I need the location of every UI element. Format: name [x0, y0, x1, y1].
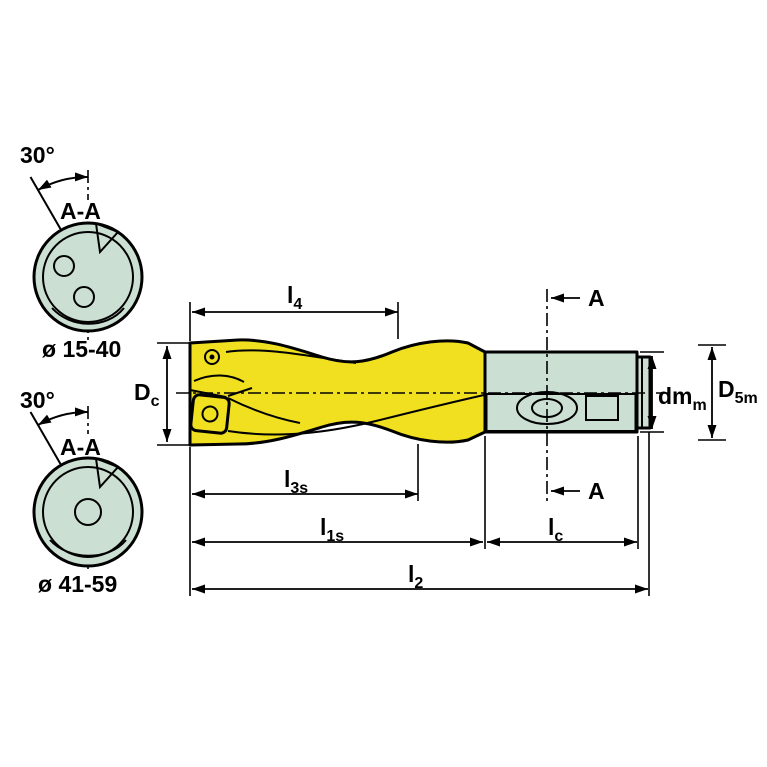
section1-angle-arc-arrow [37, 172, 89, 191]
section-plane-a: A A [546, 285, 605, 504]
section2-inner-circle [42, 466, 134, 558]
section1-outer-circle [32, 221, 144, 333]
section1-inner-circle [42, 231, 134, 323]
section1-angle-line [29, 176, 62, 230]
peripheral-insert [189, 393, 231, 435]
section2-flute-notch [94, 456, 120, 490]
section1-diameter-label: ø 15-40 [42, 336, 121, 362]
shank-body [483, 350, 639, 434]
section2-angle-line [29, 411, 62, 465]
section1-flute-notch [94, 221, 120, 255]
flute-line-long [227, 394, 485, 436]
section1-angle-label: 30° [20, 142, 55, 168]
insert-screw-hole [201, 405, 219, 423]
dim-label-l4: l4 [287, 282, 302, 313]
insert-plate [189, 393, 231, 435]
dim-label-l2: l2 [408, 561, 423, 592]
dim-label-dc: Dc [134, 379, 160, 410]
section2-outer-circle [32, 456, 144, 568]
section-view-small: 30° A-A ø 15-40 [20, 142, 144, 362]
section2-center-hole [74, 498, 102, 526]
section1-screw-hole-2 [73, 286, 95, 308]
section1-flute-curve [51, 307, 125, 325]
section2-view-label: A-A [60, 434, 101, 460]
section2-flute-curve [49, 539, 127, 557]
section1-screw-hole-1 [53, 255, 75, 277]
section-a-label-bottom: A [588, 478, 605, 504]
dim-label-l1s: l1s [320, 514, 344, 545]
center-insert-screw-dot [209, 354, 215, 360]
dim-label-lc: lc [548, 514, 563, 545]
section2-angle-arc-arrow [37, 407, 89, 426]
dim-label-d5m: D5m [718, 376, 758, 407]
section1-view-label: A-A [60, 198, 101, 224]
center-insert-screw [204, 349, 220, 365]
section2-angle-label: 30° [20, 387, 55, 413]
flute-line-lower [227, 397, 301, 424]
insert-pocket-line [227, 387, 253, 397]
drill-assembly [176, 338, 670, 447]
dim-label-dmm: dmm [658, 383, 707, 414]
dimensions: l4 Dc dmm D5m l3s l1s lc l2 [134, 282, 758, 596]
dim-label-l3s: l3s [284, 466, 308, 497]
section-a-label-top: A [588, 285, 605, 311]
flute-line-top [225, 349, 357, 364]
tip-edge-line [193, 374, 245, 383]
section-view-large: 30° A-A ø 41-59 [20, 387, 144, 597]
section2-diameter-label: ø 41-59 [38, 571, 117, 597]
clamp-window [585, 395, 619, 421]
